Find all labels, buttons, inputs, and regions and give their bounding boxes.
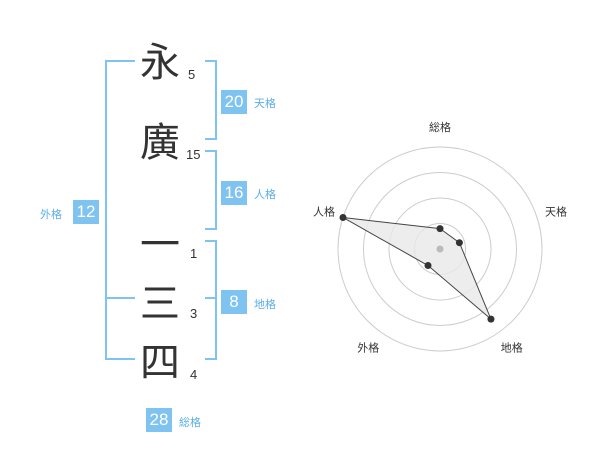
jinkaku-value: 16 — [221, 181, 247, 205]
given-char-1: 一 — [140, 222, 180, 268]
radar-point — [455, 239, 463, 247]
given-strokes-2: 3 — [190, 306, 198, 321]
tenkaku-bracket — [205, 60, 217, 140]
surname-strokes-2: 15 — [186, 147, 201, 162]
chikaku-value: 8 — [221, 290, 247, 314]
surname-strokes-1: 5 — [188, 67, 196, 82]
surname-char-2: 廣 — [140, 120, 180, 166]
soukaku-label: 総格 — [179, 416, 201, 429]
radar-polygon — [342, 216, 492, 320]
radar-point — [436, 225, 444, 233]
radar-ring — [337, 146, 543, 352]
radar-axis-label: 天格 — [545, 204, 567, 218]
chikaku-label: 地格 — [254, 298, 276, 311]
given-char-2: 三 — [140, 281, 180, 327]
given-char-3: 四 — [140, 340, 180, 386]
jinkaku-label: 人格 — [254, 188, 276, 201]
surname-char-1: 永 — [140, 40, 180, 86]
gaikaku-bracket-split — [105, 297, 135, 299]
radar-point — [424, 262, 432, 270]
chikaku-bracket-split — [205, 297, 217, 299]
given-strokes-3: 4 — [190, 367, 198, 382]
tenkaku-value: 20 — [221, 90, 247, 114]
radar-axis-label: 総格 — [429, 120, 451, 134]
gaikaku-value: 12 — [73, 200, 99, 224]
jinkaku-bracket — [205, 150, 217, 230]
radar-axis-label: 外格 — [357, 341, 379, 355]
gaikaku-bracket — [105, 60, 135, 360]
radar-point — [339, 213, 347, 221]
radar-center — [436, 245, 444, 253]
radar-ring — [388, 197, 492, 301]
tenkaku-label: 天格 — [254, 97, 276, 110]
gaikaku-label: 外格 — [40, 208, 62, 221]
chikaku-bracket — [205, 240, 217, 360]
radar-axis-label: 人格 — [313, 204, 335, 218]
radar-axis-label: 地格 — [501, 341, 523, 355]
radar-point — [487, 315, 495, 323]
given-strokes-1: 1 — [190, 246, 198, 261]
radar-ring — [363, 172, 517, 326]
soukaku-value: 28 — [146, 408, 172, 432]
